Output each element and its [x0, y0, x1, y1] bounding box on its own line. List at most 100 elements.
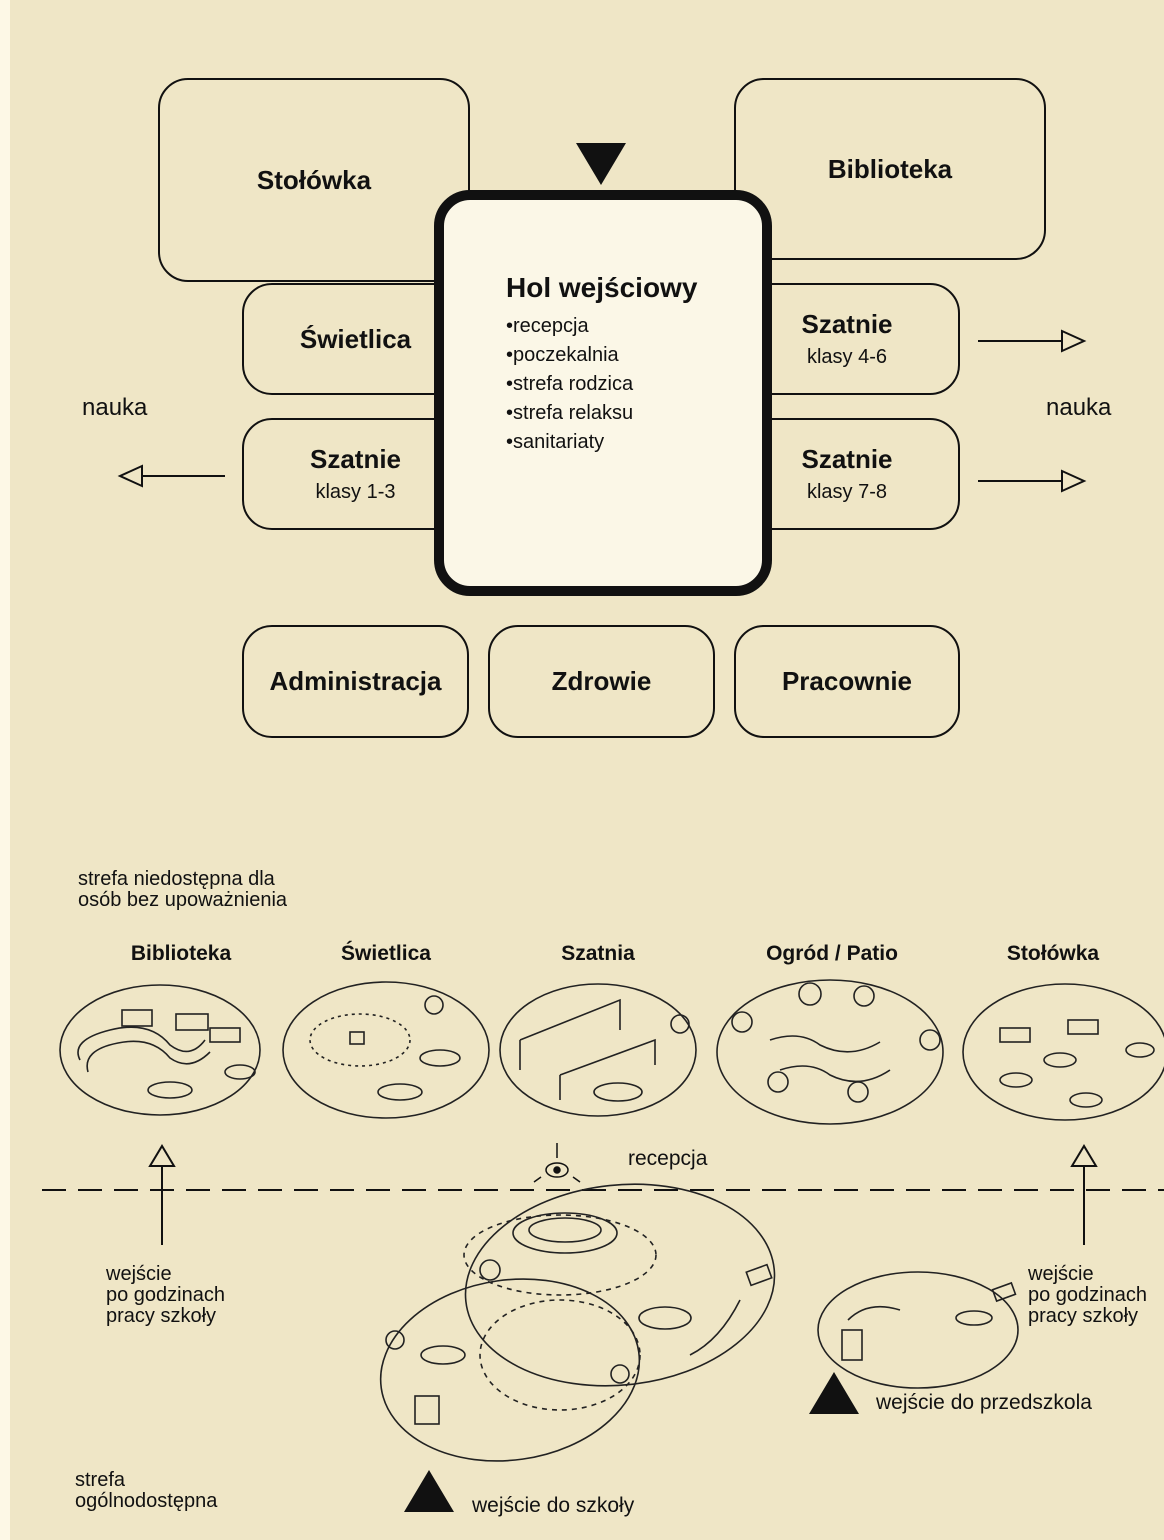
public-line-1: strefa	[75, 1469, 126, 1491]
sketch-detail	[147, 1081, 193, 1099]
sketch-detail	[414, 1395, 440, 1425]
after-hours-line: pracy szkoły	[106, 1305, 217, 1327]
room-label: Stołówka	[256, 164, 372, 195]
room-administracja: Administracja	[242, 625, 469, 738]
sketch-detail	[77, 1026, 206, 1061]
hall-item: recepcja	[506, 312, 633, 341]
zone-heading-stolowka: Stołówka	[1006, 942, 1100, 965]
hall-item: strefa relaksu	[506, 399, 633, 428]
room-biblioteka: Biblioteka	[734, 78, 1046, 260]
room-zdrowie: Zdrowie	[488, 625, 715, 738]
hall-items-list: recepcja poczekalnia strefa rodzica stre…	[506, 312, 633, 457]
sketch-detail	[769, 1035, 881, 1053]
sketch-detail	[1069, 1092, 1103, 1108]
room-label: Biblioteka	[827, 153, 953, 184]
public-line-2: ogólnodostępna	[75, 1490, 218, 1512]
sketch-detail	[385, 1330, 405, 1350]
sketch-detail	[559, 1038, 656, 1100]
sketch-detail	[528, 1217, 602, 1243]
room-label: Świetlica	[299, 323, 412, 354]
after-hours-line: po godzinach	[1028, 1284, 1147, 1306]
after-hours-line: po godzinach	[106, 1284, 225, 1306]
after-hours-line: wejście	[106, 1263, 172, 1285]
sketch-detail	[847, 1305, 901, 1321]
public-zone-label: strefa ogólnodostępna	[75, 1470, 217, 1512]
room-sublabel: klasy 4-6	[806, 346, 888, 368]
room-stolowka: Stołówka	[158, 78, 470, 282]
room-sublabel: klasy 7-8	[806, 481, 888, 503]
entry-arrow-left-head-icon	[148, 1144, 176, 1167]
sketch-detail	[847, 1081, 869, 1103]
hall-title: Hol wejściowy	[506, 272, 698, 303]
sketch-detail	[1067, 1019, 1099, 1035]
sketch-detail	[479, 1299, 641, 1411]
sketch-detail	[224, 1064, 256, 1080]
zone-heading-szatnia: Szatnia	[561, 942, 635, 965]
sketch-detail	[610, 1364, 630, 1384]
entrance-hall: Hol wejściowy recepcja poczekalnia stref…	[434, 190, 772, 596]
hall-item: poczekalnia	[506, 341, 633, 370]
after-hours-entry-right: wejście po godzinach pracy szkoły	[1028, 1264, 1147, 1327]
sketch-detail	[955, 1310, 993, 1326]
sketch-detail	[349, 1031, 365, 1045]
preschool-entry-label: wejście do przedszkola	[876, 1391, 1092, 1414]
nauka-left-label: nauka	[82, 394, 148, 421]
left-edge-strip	[0, 0, 10, 1540]
sketch-detail	[919, 1029, 941, 1051]
sketch-detail	[377, 1083, 423, 1101]
sketch-detail	[731, 1011, 753, 1033]
sketch-detail	[767, 1071, 789, 1093]
sketch-detail	[86, 1040, 211, 1073]
sketch-detail	[853, 985, 875, 1007]
after-hours-line: wejście	[1028, 1263, 1094, 1285]
room-swietlica: Świetlica	[242, 283, 469, 395]
eye-icon	[533, 1143, 581, 1183]
zone-sketch-swietlica	[282, 981, 490, 1119]
zone-sketch-ogrod	[716, 979, 944, 1125]
zone-sketch-biblioteka	[59, 984, 261, 1116]
room-label: Pracownie	[781, 666, 913, 696]
school-entry-label: wejście do szkoły	[472, 1494, 635, 1517]
preschool-sketch-ellipse	[817, 1271, 1019, 1389]
sketch-detail	[779, 1065, 891, 1083]
sketch-detail	[593, 1082, 643, 1102]
entry-arrow-right-head-icon	[1070, 1144, 1098, 1167]
room-label: Administracja	[269, 666, 442, 696]
zone-heading-biblioteka: Biblioteka	[130, 942, 232, 965]
sketch-detail	[479, 1259, 501, 1281]
zone-sketch-szatnia	[499, 983, 697, 1117]
sketch-detail	[991, 1281, 1017, 1303]
sketch-detail	[463, 1214, 657, 1296]
nauka-right-label: nauka	[1046, 394, 1112, 421]
after-hours-line: pracy szkoły	[1028, 1305, 1139, 1327]
sketch-detail	[309, 1013, 411, 1067]
sketch-detail	[420, 1345, 466, 1365]
sketch-detail	[670, 1014, 690, 1034]
sketch-detail	[175, 1013, 209, 1031]
room-szatnie-1-3: Szatnie klasy 1-3	[242, 418, 469, 530]
sketch-detail	[1125, 1042, 1155, 1058]
restricted-line-2: osób bez upoważnienia	[78, 889, 288, 911]
restricted-line-1: strefa niedostępna dla	[78, 868, 275, 890]
hall-item: strefa rodzica	[506, 370, 633, 399]
sketch-detail	[745, 1263, 773, 1287]
room-label: Szatnie	[801, 309, 893, 339]
zone-heading-ogrod: Ogród / Patio	[766, 942, 898, 965]
sketch-detail	[638, 1306, 692, 1330]
sketch-detail	[519, 998, 621, 1070]
recepcja-label: recepcja	[628, 1147, 708, 1170]
zone-heading-swietlica: Świetlica	[341, 942, 431, 965]
room-pracownie: Pracownie	[734, 625, 960, 738]
zone-sketch-stolowka	[962, 983, 1164, 1121]
sketch-detail	[999, 1072, 1033, 1088]
sketch-detail	[1043, 1052, 1077, 1068]
preschool-entrance-triangle-icon	[809, 1372, 859, 1414]
school-entrance-triangle-icon	[404, 1470, 454, 1512]
hall-sketch-ellipse	[464, 1183, 776, 1387]
sketch-detail	[419, 1049, 461, 1067]
sketch-detail	[689, 1299, 741, 1356]
sketch-detail	[841, 1329, 863, 1361]
